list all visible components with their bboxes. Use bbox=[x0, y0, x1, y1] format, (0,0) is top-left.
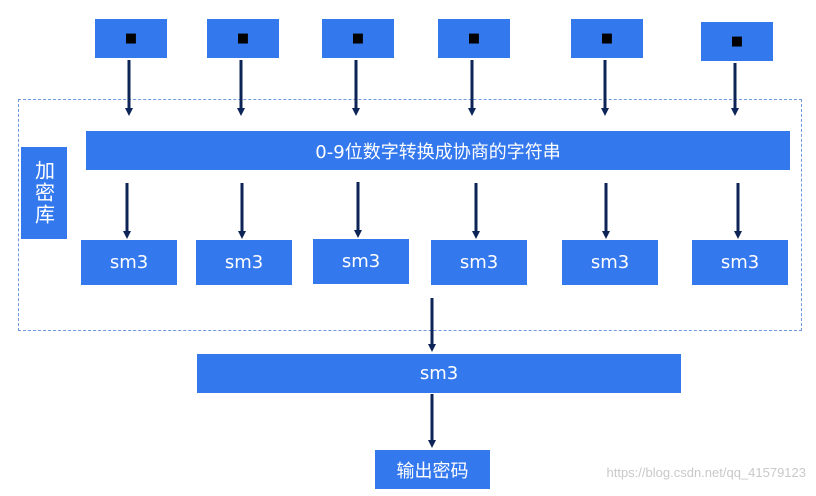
input-glyph-6: ■ bbox=[730, 34, 744, 49]
input-box-6: ■ bbox=[701, 22, 773, 61]
sm3-box-2: sm3 bbox=[196, 240, 292, 285]
input-glyph-3: ■ bbox=[351, 31, 365, 46]
sm3-box-6: sm3 bbox=[692, 240, 788, 285]
sm3-box-1: sm3 bbox=[81, 240, 177, 285]
input-box-4: ■ bbox=[438, 19, 510, 58]
input-box-1: ■ bbox=[95, 19, 167, 58]
encryption-library-group bbox=[18, 99, 802, 331]
sm3-box-5: sm3 bbox=[562, 240, 658, 285]
sm3-box-4: sm3 bbox=[431, 240, 527, 285]
final-sm3-box: sm3 bbox=[197, 354, 681, 393]
watermark: https://blog.csdn.net/qq_41579123 bbox=[606, 465, 807, 480]
input-glyph-4: ■ bbox=[467, 31, 481, 46]
input-box-3: ■ bbox=[322, 19, 394, 58]
input-glyph-2: ■ bbox=[236, 31, 250, 46]
sm3-box-3: sm3 bbox=[313, 239, 409, 284]
encryption-library-label: 加密库 bbox=[21, 147, 67, 239]
input-glyph-1: ■ bbox=[124, 31, 138, 46]
input-box-5: ■ bbox=[571, 19, 643, 58]
input-glyph-5: ■ bbox=[600, 31, 614, 46]
output-password-box: 输出密码 bbox=[375, 450, 490, 489]
input-box-2: ■ bbox=[207, 19, 279, 58]
digit-to-string-converter: 0-9位数字转换成协商的字符串 bbox=[86, 131, 790, 170]
